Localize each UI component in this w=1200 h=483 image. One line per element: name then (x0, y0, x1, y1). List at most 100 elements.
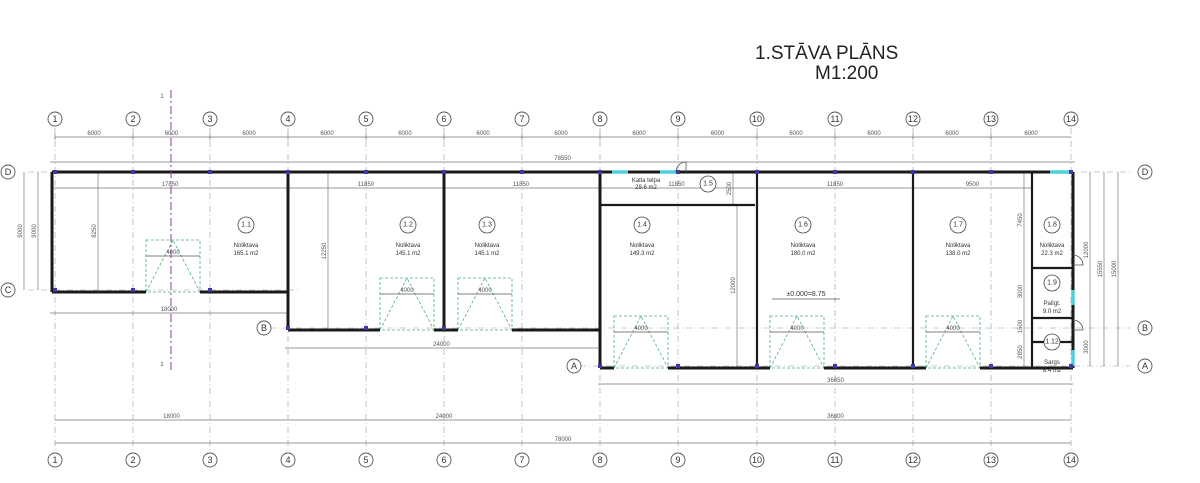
gate-1-2-swing (379, 277, 435, 331)
room-1-2-number: 1.2 (403, 222, 413, 229)
axis-bottom-11-label: 11 (830, 455, 839, 465)
axis-top-1-label: 1 (52, 114, 57, 124)
axis-top-13-label: 13 (986, 114, 996, 124)
room-1-5-number-bubble (699, 175, 717, 193)
room-1-12-area: 8.4 m2 (1043, 368, 1062, 374)
dim-bay-11: 6000 (867, 131, 881, 137)
room-1-8-number-bubble (1043, 216, 1061, 234)
gate-1-6-swing (769, 315, 825, 369)
dim-right-h2: 3000 (1018, 284, 1024, 298)
gate-1-3-outline (457, 277, 513, 331)
axis-top-9-bubble (670, 111, 686, 127)
room-1-9-area: 9.0 m2 (1043, 309, 1062, 315)
axis-left-C-bubble (0, 282, 16, 298)
dim-overall-top: 78550 (554, 156, 571, 162)
dim-overall-bottom: 78000 (555, 437, 572, 443)
room-1-3-number: 1.3 (482, 222, 492, 229)
axis-right-B-bubble (1137, 320, 1153, 336)
axis-top-10-bubble (749, 111, 765, 127)
dim-right-h4: 2850 (1018, 345, 1024, 359)
column (1069, 170, 1073, 174)
dim-right-total-2: 15550 (1098, 260, 1104, 277)
column (598, 170, 602, 174)
room-1-4-number: 1.4 (637, 222, 647, 229)
axis-bottom-4-label: 4 (285, 455, 290, 465)
gate-1-6-outline (769, 315, 825, 369)
door-1-8-icon (1072, 254, 1084, 266)
dim-right-block: 36650 (827, 378, 844, 384)
gate-1-1-outline (145, 239, 201, 293)
room-1-8-name: Noliktava (1040, 243, 1065, 249)
room-1-7-number-bubble (949, 216, 967, 234)
gate-1-6-width: 4000 (790, 326, 804, 332)
axis-bottom-9-bubble (670, 452, 686, 468)
axis-top-1-bubble (47, 111, 63, 127)
axis-bottom-12-label: 12 (908, 455, 918, 465)
axis-top-3-bubble (202, 111, 218, 127)
column (676, 364, 680, 368)
dim-bay-6: 6000 (476, 131, 490, 137)
axis-top-7-bubble (514, 111, 530, 127)
room-1-3-area: 145.1 m2 (474, 251, 500, 257)
axis-bottom-7-label: 7 (519, 455, 524, 465)
dim-bay-8: 6000 (632, 131, 646, 137)
room-1-1-area: 165.1 m2 (233, 251, 259, 257)
dim-bay-7: 6000 (554, 131, 568, 137)
axis-bottom-8-label: 8 (597, 455, 602, 465)
gate-1-3-swing (457, 277, 513, 331)
gate-1-7-width: 4000 (946, 326, 960, 332)
dim-left-height-b: 9000 (32, 224, 38, 238)
room-1-4-number-bubble (633, 216, 651, 234)
axis-bottom-14-label: 14 (1066, 455, 1076, 465)
column (131, 288, 135, 292)
column (208, 288, 212, 292)
axis-right-B-label: B (1142, 323, 1148, 333)
column (833, 170, 837, 174)
dim-room11-height: 8250 (92, 224, 98, 238)
room-1-6-name: Noliktava (791, 243, 816, 249)
room-1-9-number: 1.9 (1047, 280, 1057, 287)
room-1-12-number: 1.12 (1045, 339, 1059, 346)
dim-right-h1: 7450 (1018, 213, 1024, 227)
column (833, 364, 837, 368)
column (442, 170, 446, 174)
dim-right-total-1: 12000 (1084, 241, 1090, 258)
gate-1-2-outline (379, 277, 435, 331)
dim-room14-height: 12000 (731, 276, 737, 293)
axis-top-14-bubble (1063, 111, 1079, 127)
column (364, 326, 368, 330)
axis-top-2-label: 2 (130, 114, 135, 124)
axis-bottom-1-bubble (47, 452, 63, 468)
plan-scale: M1:200 (815, 63, 879, 84)
room-1-1-number: 1.1 (241, 222, 251, 229)
dim-bay-1: 6000 (87, 131, 101, 137)
dim-right-total-3: 15000 (1112, 260, 1118, 277)
column (286, 170, 290, 174)
axis-top-8-bubble (592, 111, 608, 127)
axis-top-5-label: 5 (363, 114, 368, 124)
dim-bottom-24000: 24000 (436, 414, 453, 420)
dim-kaltis-height: 2500 (727, 181, 733, 195)
axis-top-12-bubble (905, 111, 921, 127)
axis-bottom-11-bubble (827, 452, 843, 468)
dim-bay-2: 6000 (165, 131, 179, 137)
room-1-12-number-bubble (1043, 333, 1061, 351)
axis-top-13-bubble (983, 111, 999, 127)
axis-top-4-bubble (280, 111, 296, 127)
dim-middle-block: 24000 (433, 342, 450, 348)
dim-bottom-36800: 36800 (827, 414, 844, 420)
axis-bottom-14-bubble (1063, 452, 1079, 468)
section-mark-bottom: 1 (160, 362, 164, 368)
room-1-9-number-bubble (1043, 274, 1061, 292)
gate-1-7-outline (925, 315, 981, 369)
axis-bottom-2-label: 2 (130, 455, 135, 465)
dim-room12-height: 12250 (322, 242, 328, 259)
dim-bay-13: 6000 (1024, 131, 1038, 137)
axis-bottom-8-bubble (592, 452, 608, 468)
column (53, 170, 57, 174)
room-1-6-number-bubble (794, 216, 812, 234)
dim-inner-2: 11850 (358, 182, 375, 188)
room-1-12-name: Sargs (1044, 360, 1060, 366)
gate-1-3-width: 4000 (478, 288, 492, 294)
